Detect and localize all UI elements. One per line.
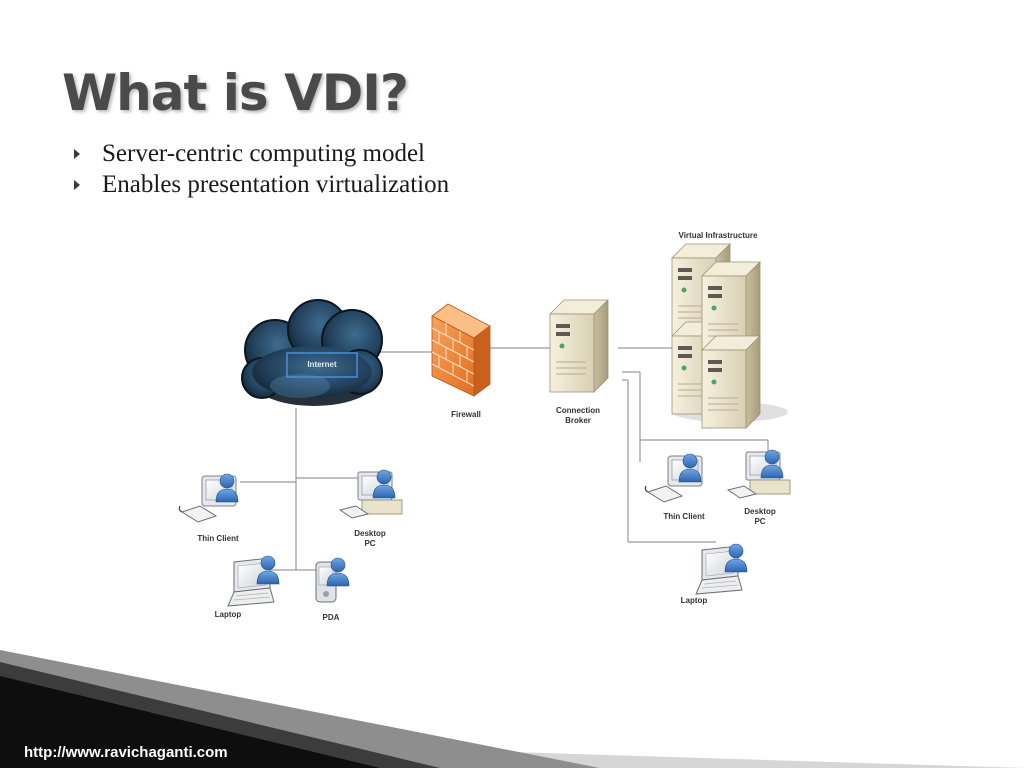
right-laptop-label: Laptop (681, 596, 708, 605)
pda-label: PDA (323, 613, 340, 622)
virtual-infrastructure-label: Virtual Infrastructure (679, 231, 759, 240)
right-desktop-pc-label-line1: Desktop (744, 507, 776, 516)
bullet-item: Server-centric computing model (74, 138, 449, 169)
left-laptop-label: Laptop (215, 610, 242, 619)
bullet-text: Enables presentation virtualization (102, 170, 450, 198)
firewall-icon (431, 303, 491, 397)
left-desktop-pc-icon (339, 469, 403, 519)
pda-icon (315, 557, 350, 603)
right-laptop-icon (695, 543, 748, 595)
left-desktop-pc-label-line1: Desktop (354, 529, 386, 538)
right-thin-client-label: Thin Client (663, 512, 705, 521)
bullet-text: Server-centric computing model (102, 139, 425, 167)
firewall-label: Firewall (451, 410, 481, 419)
left-desktop-pc-label-line2: PC (364, 539, 375, 548)
bullet-arrow-icon (74, 179, 80, 190)
bullet-list: Server-centric computing model Enables p… (74, 138, 449, 200)
virtual-infrastructure-servers-icon (671, 243, 788, 429)
connection-lines (240, 347, 769, 571)
connection-broker-server-icon (549, 299, 609, 393)
left-thin-client-label: Thin Client (197, 534, 239, 543)
connection-broker-label-line1: Connection (556, 406, 600, 415)
right-thin-client-icon (644, 453, 703, 503)
slide-title: What is VDI? (62, 64, 409, 122)
internet-label: Internet (307, 360, 337, 369)
right-desktop-pc-icon (727, 449, 791, 499)
bullet-item: Enables presentation virtualization (74, 169, 449, 200)
internet-cloud-icon (241, 299, 383, 406)
connection-broker-label-line2: Broker (565, 416, 591, 425)
bullet-arrow-icon (74, 148, 80, 159)
footer-swoosh (0, 650, 1024, 768)
footer-url[interactable]: http://www.ravichaganti.com (24, 744, 228, 761)
left-thin-client-icon (178, 473, 239, 523)
left-laptop-icon (227, 555, 280, 607)
right-desktop-pc-label-line2: PC (754, 517, 765, 526)
